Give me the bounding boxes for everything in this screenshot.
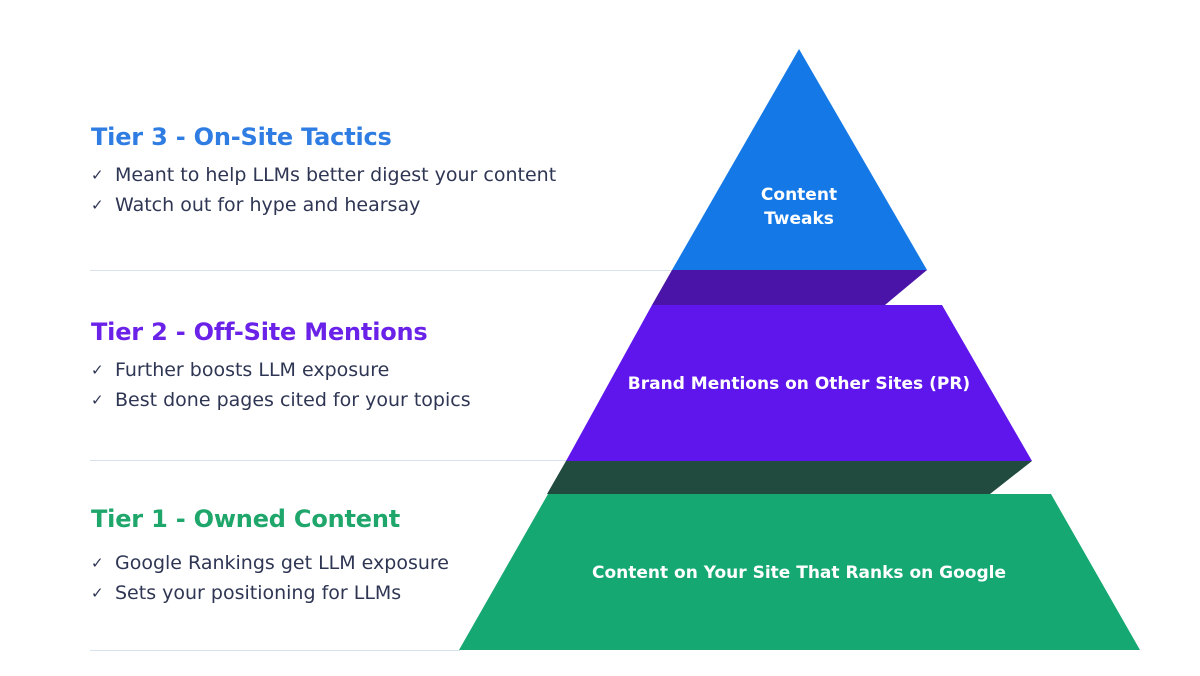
tier-divider <box>90 270 675 271</box>
tier-3-title: Tier 3 - On-Site Tactics <box>91 123 392 151</box>
bullet-text: Google Rankings get LLM exposure <box>115 552 449 574</box>
list-item: ✓ Sets your positioning for LLMs <box>91 578 651 608</box>
pyramid-tier-1 <box>459 494 1140 650</box>
tier-3-block: Tier 3 - On-Site Tactics ✓ Meant to help … <box>91 122 651 220</box>
list-item: ✓ Best done pages cited for your topics <box>91 385 651 415</box>
pyramid-label-tier-1: Content on Your Site That Ranks on Googl… <box>592 563 1006 583</box>
tier-divider <box>90 650 460 651</box>
bullet-text: Meant to help LLMs better digest your co… <box>115 164 557 186</box>
bullet-text: Further boosts LLM exposure <box>115 359 390 381</box>
tier-1-title: Tier 1 - Owned Content <box>91 505 401 533</box>
pyramid-tier-2 <box>566 305 1032 461</box>
tier-2-title: Tier 2 - Off-Site Mentions <box>91 318 428 346</box>
bullet-text: Sets your positioning for LLMs <box>115 582 402 604</box>
pyramid-band-tier-2 <box>547 461 1032 494</box>
tier-1-block: Tier 1 - Owned Content ✓ Google Rankings … <box>91 504 651 608</box>
check-icon: ✓ <box>91 584 104 602</box>
tier-1-bullets: ✓ Google Rankings get LLM exposure ✓ Sets … <box>91 548 651 608</box>
check-icon: ✓ <box>91 196 104 214</box>
pyramid-band-tier-3 <box>652 270 927 305</box>
tier-3-bullets: ✓ Meant to help LLMs better digest your c… <box>91 160 651 220</box>
bullet-text: Best done pages cited for your topics <box>115 389 471 411</box>
list-item: ✓ Google Rankings get LLM exposure <box>91 548 651 578</box>
pyramid-label-tier-3-line-2: Tweaks <box>764 209 834 229</box>
check-icon: ✓ <box>91 166 104 184</box>
tier-2-block: Tier 2 - Off-Site Mentions ✓ Further boos… <box>91 317 651 415</box>
check-icon: ✓ <box>91 554 104 572</box>
check-icon: ✓ <box>91 391 104 409</box>
list-item: ✓ Meant to help LLMs better digest your c… <box>91 160 651 190</box>
pyramid-label-tier-3-line-1: Content <box>761 185 837 205</box>
bullet-text: Watch out for hype and hearsay <box>115 194 421 216</box>
tier-2-bullets: ✓ Further boosts LLM exposure ✓ Best done … <box>91 355 651 415</box>
list-item: ✓ Further boosts LLM exposure <box>91 355 651 385</box>
check-icon: ✓ <box>91 361 104 379</box>
pyramid-label-tier-2: Brand Mentions on Other Sites (PR) <box>628 374 970 394</box>
pyramid-tier-3 <box>672 49 927 270</box>
tier-divider <box>90 460 568 461</box>
list-item: ✓ Watch out for hype and hearsay <box>91 190 651 220</box>
